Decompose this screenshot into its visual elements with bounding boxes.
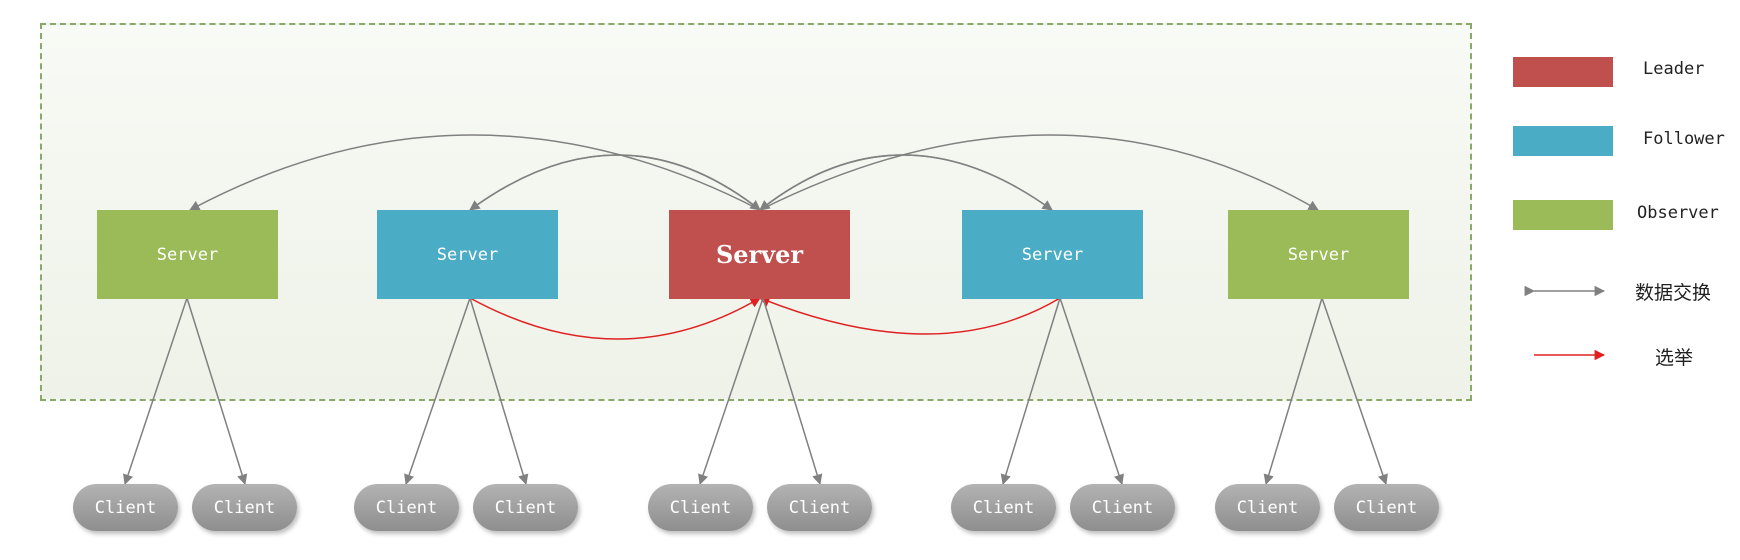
client-node[interactable]: Client (354, 484, 459, 531)
legend-data-exchange-label: 数据交换 (1635, 282, 1712, 304)
data-exchange-arc (189, 134, 761, 211)
server-client-link (1263, 297, 1323, 486)
legend-observer-swatch (1513, 200, 1613, 230)
server-client-link (404, 297, 471, 485)
election-arc (469, 297, 761, 340)
client-node[interactable]: Client (648, 484, 753, 531)
server-observer-1[interactable]: Server (97, 210, 278, 299)
server-client-link (186, 297, 248, 486)
client-node[interactable]: Client (1215, 484, 1320, 531)
legend-leader-label: Leader (1643, 59, 1705, 79)
client-node[interactable]: Client (73, 484, 178, 531)
server-client-link (698, 297, 764, 485)
server-observer-2[interactable]: Server (1228, 210, 1409, 299)
client-node[interactable]: Client (767, 484, 872, 531)
server-client-link (469, 297, 529, 486)
server-client-link (762, 297, 823, 486)
election-arc (759, 296, 1061, 335)
legend-election-label: 选举 (1655, 347, 1694, 369)
data-exchange-arc (759, 134, 1319, 211)
data-exchange-arc (469, 154, 761, 211)
client-node[interactable]: Client (951, 484, 1056, 531)
legend-follower-label: Follower (1643, 129, 1725, 149)
server-client-link (1321, 297, 1388, 485)
server-leader[interactable]: Server (669, 210, 850, 299)
data-exchange-arc (759, 154, 1053, 211)
client-node[interactable]: Client (1070, 484, 1175, 531)
client-node[interactable]: Client (1334, 484, 1439, 531)
legend-observer-label: Observer (1637, 203, 1719, 223)
server-client-link (1059, 297, 1124, 485)
client-node[interactable]: Client (473, 484, 578, 531)
server-follower-2[interactable]: Server (962, 210, 1143, 299)
legend-leader-swatch (1513, 57, 1613, 87)
server-client-link (1000, 297, 1061, 486)
server-client-link (123, 297, 188, 485)
client-node[interactable]: Client (192, 484, 297, 531)
legend-follower-swatch (1513, 126, 1613, 156)
server-follower-1[interactable]: Server (377, 210, 558, 299)
